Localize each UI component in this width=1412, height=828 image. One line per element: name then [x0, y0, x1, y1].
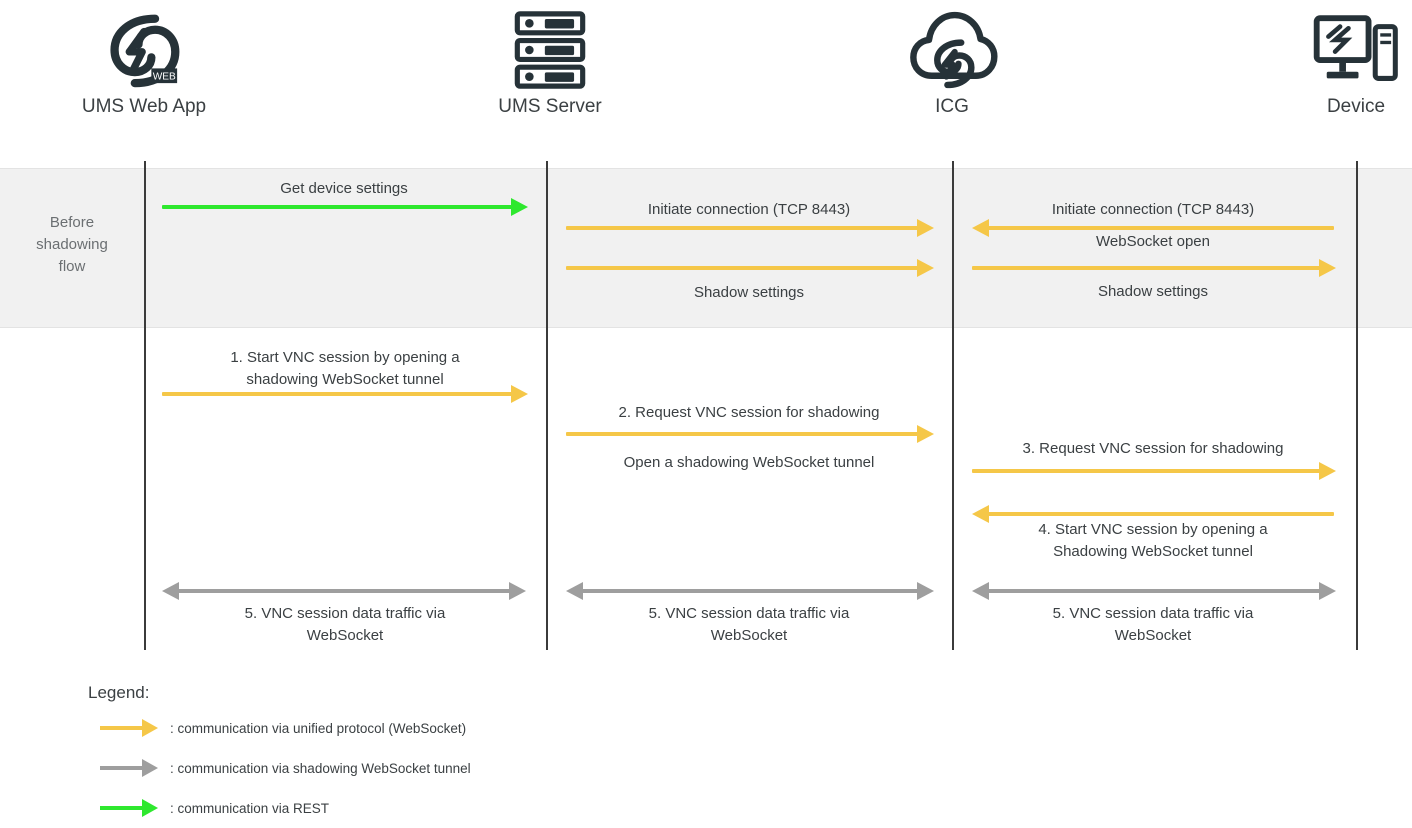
actor-label-ums-server: UMS Server	[498, 96, 602, 117]
legend-label-shadowing: : communication via shadowing WebSocket …	[170, 760, 471, 776]
arrow-head-right	[917, 425, 934, 443]
arrow-initiate-connection-2	[972, 218, 1336, 238]
arrow-step-5-a	[162, 581, 530, 601]
arrow-shaft	[986, 589, 1320, 593]
arrow-head-right	[511, 198, 528, 216]
message-label-initiate-connection-2: Initiate connection (TCP 8443)	[1051, 201, 1255, 218]
arrow-head-right	[511, 385, 528, 403]
arrow-head-right	[142, 719, 158, 737]
actor-device: Device	[1256, 4, 1412, 119]
arrow-shaft	[566, 432, 918, 436]
message-label-step-5-c: 5. VNC session data traffic via WebSocke…	[1052, 605, 1254, 644]
actor-ums-server: UMS Server	[450, 4, 650, 119]
message-label-step-5-b: 5. VNC session data traffic via WebSocke…	[648, 605, 850, 644]
message-label-step-2-sub: Open a shadowing WebSocket tunnel	[623, 454, 875, 471]
message-label-initiate-connection-1: Initiate connection (TCP 8443)	[647, 201, 851, 218]
arrow-head-right	[1319, 582, 1336, 600]
legend-label-rest: : communication via REST	[170, 800, 330, 816]
message-label-websocket-open: WebSocket open	[1096, 233, 1210, 250]
message-label-step-2: 2. Request VNC session for shadowing	[618, 404, 880, 421]
svg-text:WEB: WEB	[153, 71, 176, 82]
actor-label-ums-web-app: UMS Web App	[81, 96, 207, 117]
arrow-shaft	[972, 469, 1320, 473]
arrow-head-right	[142, 799, 158, 817]
desktop-computer-icon	[1256, 4, 1412, 96]
band-label: Before shadowing flow	[0, 212, 144, 277]
arrow-step-2	[566, 424, 934, 444]
legend-item-shadowing: : communication via shadowing WebSocket …	[100, 759, 471, 777]
arrow-head-right	[1319, 259, 1336, 277]
arrow-shaft	[162, 205, 512, 209]
arrow-head-left	[566, 582, 583, 600]
actor-ums-web-app: WEB UMS Web App	[44, 4, 244, 119]
arrow-head-left	[972, 219, 989, 237]
legend-arrow-shadowing-icon	[100, 759, 158, 777]
legend-title: Legend:	[88, 683, 150, 702]
arrow-shaft	[100, 726, 144, 730]
legend-item-unified: : communication via unified protocol (We…	[100, 719, 466, 737]
message-label-step-1: 1. Start VNC session by opening a shadow…	[230, 349, 460, 388]
legend-item-rest: : communication via REST	[100, 799, 329, 817]
arrow-shadow-settings-2	[972, 258, 1336, 278]
arrow-shadow-settings-1	[566, 258, 934, 278]
legend-arrow-unified-icon	[100, 719, 158, 737]
arrow-shaft	[162, 392, 512, 396]
server-rack-icon	[450, 4, 650, 96]
ums-web-app-logo-icon: WEB	[44, 4, 244, 96]
arrow-head-right	[509, 582, 526, 600]
message-label-shadow-settings-1: Shadow settings	[693, 284, 805, 301]
arrow-shaft	[100, 766, 144, 770]
actor-label-device: Device	[1326, 96, 1386, 117]
arrow-step-1	[162, 384, 530, 404]
message-label-step-4: 4. Start VNC session by opening a Shadow…	[1038, 521, 1268, 560]
arrow-shaft	[566, 266, 918, 270]
arrow-head-left	[162, 582, 179, 600]
arrow-head-left	[972, 582, 989, 600]
arrow-head-right	[142, 759, 158, 777]
arrow-head-right	[917, 259, 934, 277]
lifeline-ums-web-app	[144, 161, 146, 650]
arrow-get-device-settings	[162, 197, 528, 217]
band-label-line-3: flow	[58, 257, 86, 275]
arrow-step-5-b	[566, 581, 934, 601]
arrow-step-3	[972, 461, 1336, 481]
legend-arrow-rest-icon	[100, 799, 158, 817]
before-shadowing-flow-band	[0, 168, 1412, 328]
message-label-get-device-settings: Get device settings	[280, 180, 408, 197]
arrow-head-right	[917, 582, 934, 600]
legend-label-unified: : communication via unified protocol (We…	[170, 720, 467, 736]
arrow-initiate-connection-1	[566, 218, 934, 238]
message-label-step-3: 3. Request VNC session for shadowing	[1022, 440, 1284, 457]
arrow-shaft	[580, 589, 918, 593]
lifeline-icg	[952, 161, 954, 650]
arrow-step-5-c	[972, 581, 1336, 601]
lifeline-device	[1356, 161, 1358, 650]
band-label-line-1: Before	[49, 214, 95, 231]
lifeline-ums-server	[546, 161, 548, 650]
arrow-step-4	[972, 504, 1336, 524]
arrow-shaft	[176, 589, 510, 593]
arrow-shaft	[986, 512, 1334, 516]
arrow-shaft	[566, 226, 918, 230]
message-label-step-5-a: 5. VNC session data traffic via WebSocke…	[244, 605, 446, 644]
arrow-shaft	[100, 806, 144, 810]
arrow-head-left	[972, 505, 989, 523]
arrow-shaft	[972, 266, 1320, 270]
actor-label-icg: ICG	[935, 96, 969, 117]
band-label-line-2: shadowing	[36, 235, 108, 253]
cloud-gateway-icon	[852, 4, 1052, 96]
arrow-head-right	[917, 219, 934, 237]
arrow-shaft	[986, 226, 1334, 230]
arrow-head-right	[1319, 462, 1336, 480]
actor-icg: ICG	[852, 4, 1052, 119]
message-label-shadow-settings-2: Shadow settings	[1097, 283, 1209, 300]
